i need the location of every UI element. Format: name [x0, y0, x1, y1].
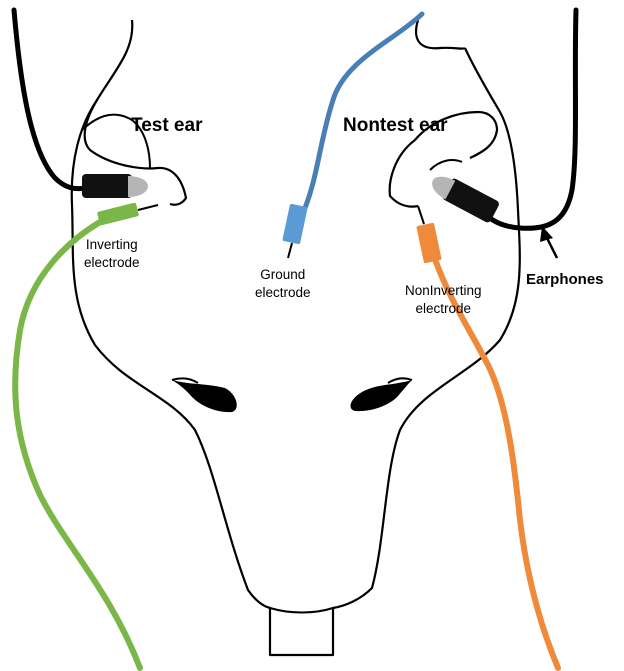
- inverting-electrode-connector: [97, 202, 139, 225]
- right-ear: [416, 20, 465, 49]
- earphones-label: Earphones: [526, 272, 604, 287]
- head-outline: [72, 48, 520, 655]
- ground-electrode-label-line1: Ground: [255, 266, 311, 284]
- right-earphone: [427, 170, 500, 224]
- ground-electrode-pin: [288, 243, 292, 258]
- snout-line: [270, 608, 333, 613]
- inverting-electrode-pin: [138, 205, 158, 210]
- noninverting-electrode-lead: [436, 262, 558, 668]
- right-ear-inner: [430, 160, 462, 170]
- left-earphone-body: [82, 174, 132, 198]
- noninverting-electrode-label-line2: electrode: [405, 300, 482, 318]
- inverting-electrode-label-line1: Inverting: [84, 236, 140, 254]
- ground-electrode-label-line2: electrode: [255, 284, 311, 302]
- ground-electrode-connector: [282, 204, 308, 245]
- inverting-electrode-label: Inverting electrode: [84, 236, 140, 272]
- test-ear-label: Test ear: [131, 116, 202, 135]
- noninverting-electrode-connector: [416, 223, 442, 264]
- noninverting-electrode-label-line1: NonInverting: [405, 282, 482, 300]
- left-earphone-cable: [14, 10, 86, 189]
- ground-electrode-lead: [305, 14, 422, 208]
- inverting-electrode-label-line2: electrode: [84, 254, 140, 272]
- ground-electrode-label: Ground electrode: [255, 266, 311, 302]
- noninverting-electrode-label: NonInverting electrode: [405, 282, 482, 318]
- nontest-ear-label: Nontest ear: [343, 116, 448, 135]
- earphones-arrow-head: [540, 226, 553, 242]
- left-earphone-tip: [128, 176, 148, 197]
- right-eye: [351, 380, 412, 411]
- inverting-electrode-lead: [15, 222, 140, 668]
- noninverting-electrode-pin: [418, 206, 424, 224]
- left-eye: [172, 380, 237, 412]
